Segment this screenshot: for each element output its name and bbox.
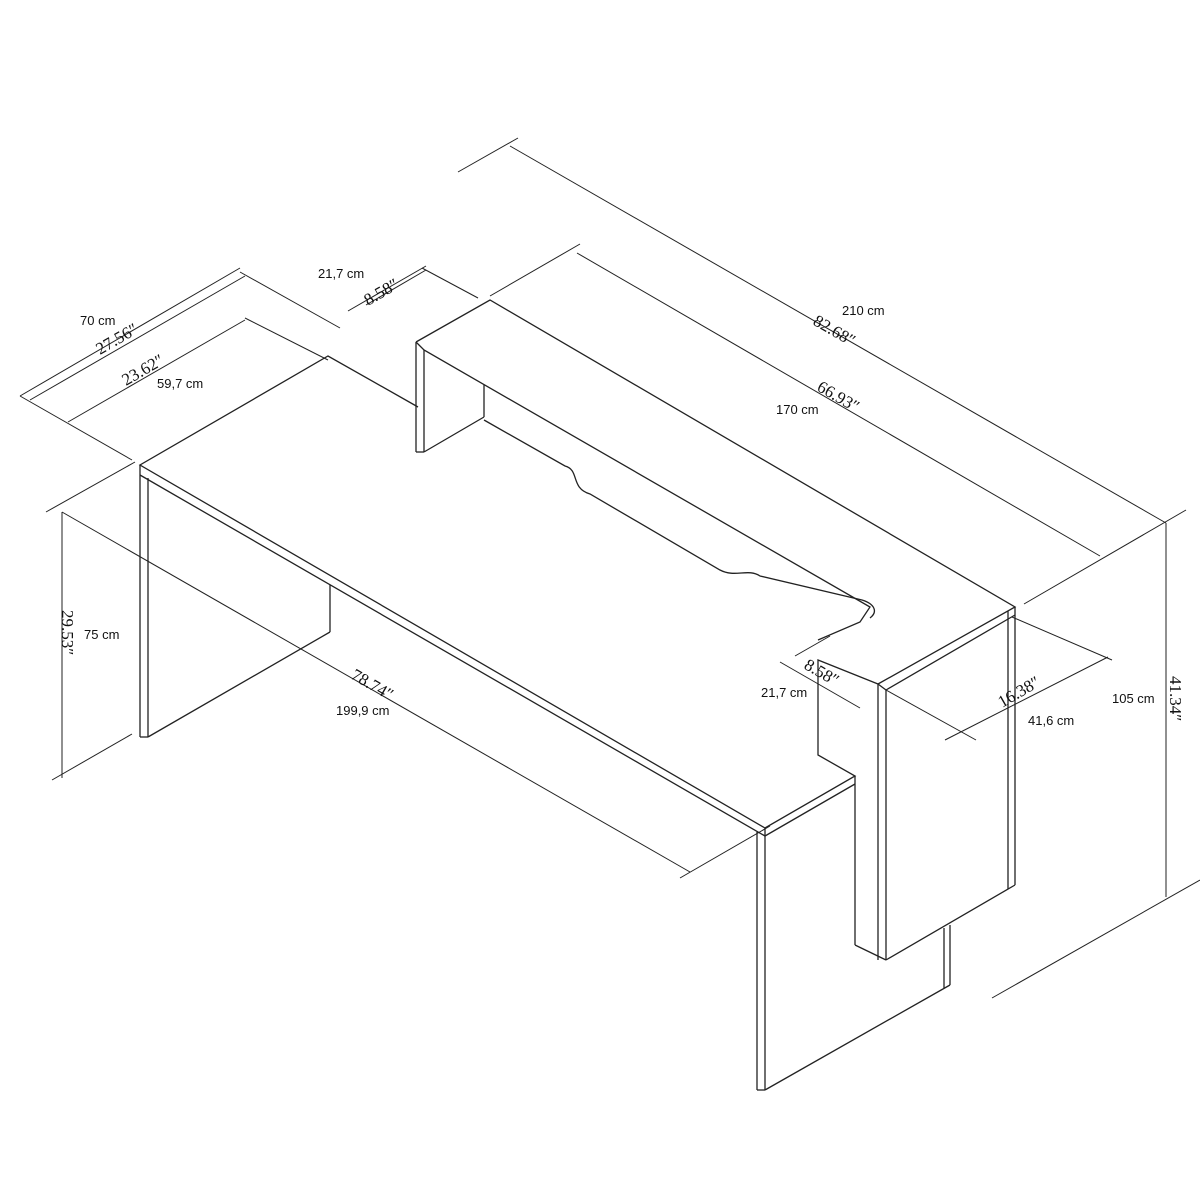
hutch-depth-back-cm: 21,7 cm <box>318 266 364 281</box>
total-depth-cm: 70 cm <box>80 313 115 328</box>
dimension-labels: 21,7 cm 8.58″ 70 cm 27.56″ 23.62″ 59,7 c… <box>58 266 1185 728</box>
total-height-in: 41.34″ <box>1166 676 1185 721</box>
dimension-lines <box>19 137 1200 999</box>
desk-height-cm: 75 cm <box>84 627 119 642</box>
hutch-depth-front-cm: 21,7 cm <box>761 685 807 700</box>
desk-width-cm: 199,9 cm <box>336 703 389 718</box>
desk-width-in: 78.74″ <box>348 665 397 704</box>
hutch-width-cm: 170 cm <box>776 402 819 417</box>
hutch-depth-back-in: 8.58″ <box>361 275 402 310</box>
hutch-width-in: 66.93″ <box>814 377 863 416</box>
desk-outline <box>138 299 1017 1091</box>
return-depth-in: 16.38″ <box>995 672 1044 711</box>
desk-height-in: 29.53″ <box>58 610 77 655</box>
total-height-cm: 105 cm <box>1112 691 1155 706</box>
total-width-cm: 210 cm <box>842 303 885 318</box>
return-depth-cm: 41,6 cm <box>1028 713 1074 728</box>
desk-depth-cm: 59,7 cm <box>157 376 203 391</box>
